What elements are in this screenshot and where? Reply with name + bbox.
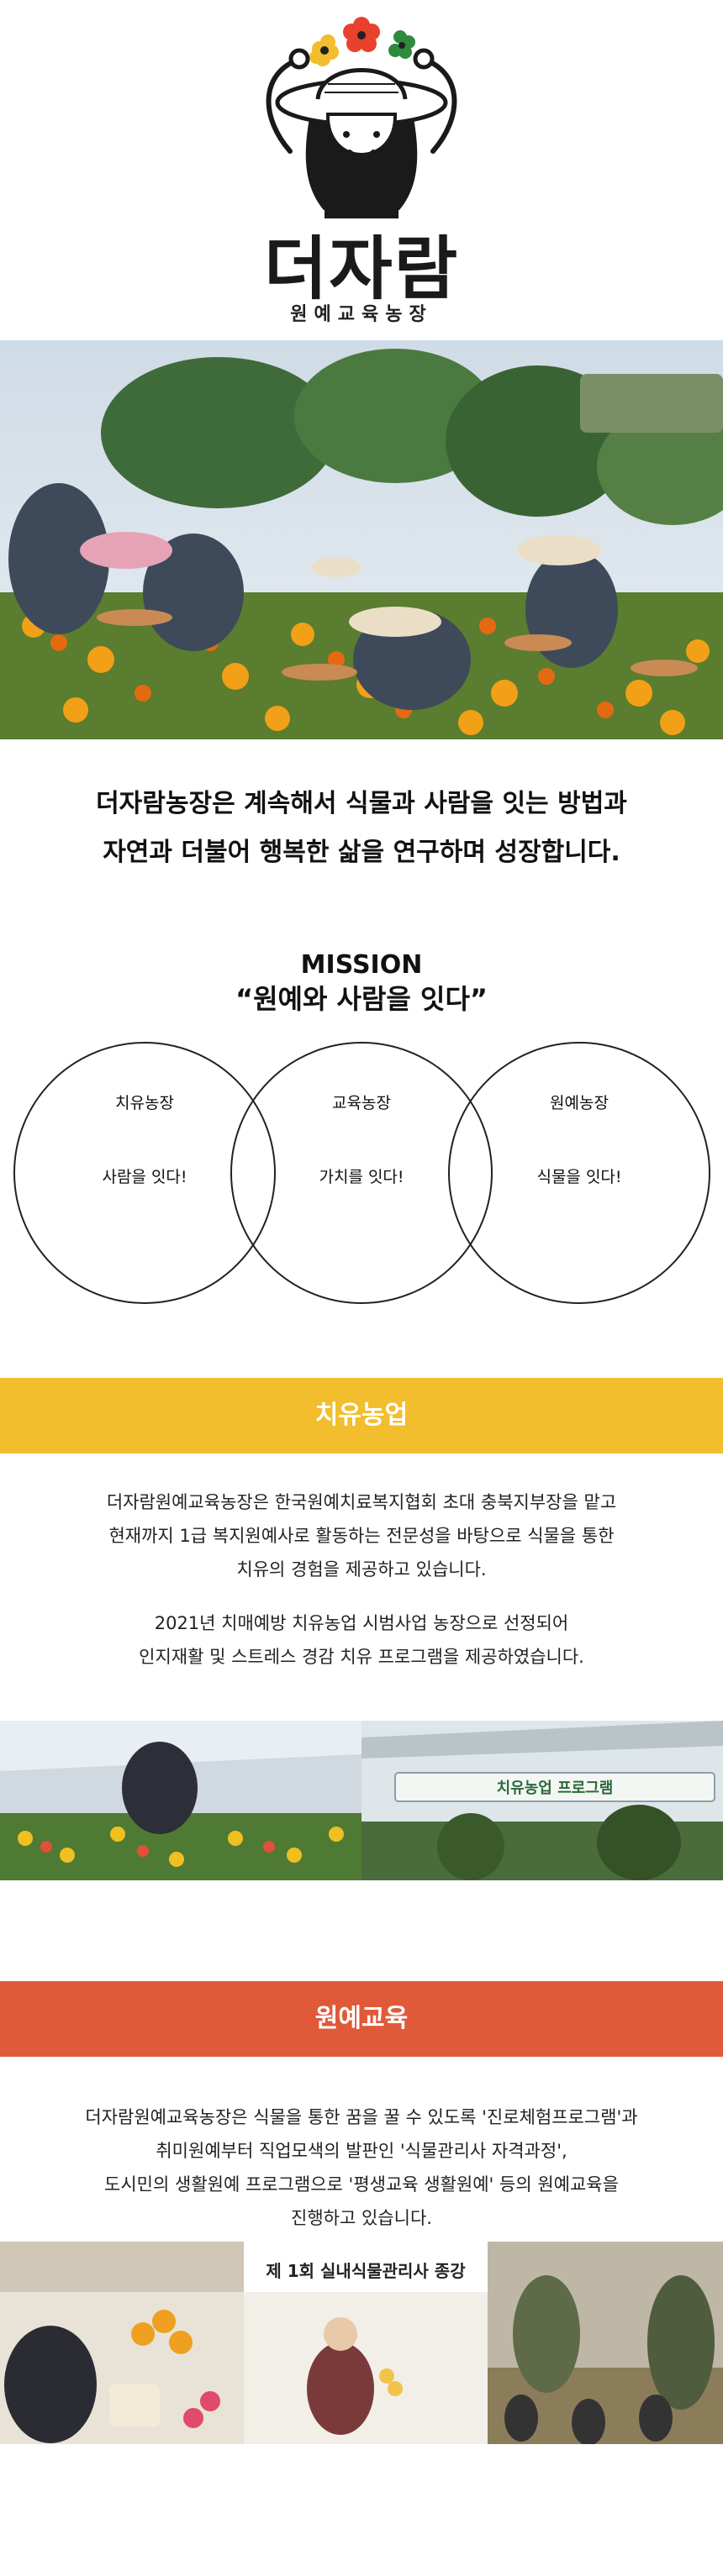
healing-photo: 치유농업 프로그램 bbox=[0, 1721, 723, 1880]
venn-text: 식물을 잇다! bbox=[536, 1168, 622, 1186]
intro-section: 더자람농장은 계속해서 식물과 사람을 잇는 방법과 자연과 더불어 행복한 삶… bbox=[0, 739, 723, 903]
venn-label: 치유농장 bbox=[115, 1094, 174, 1112]
desc-line: 더자람원예교육농장은 한국원예치료복지협회 초대 충북지부장을 맡고 bbox=[106, 1492, 617, 1512]
section-heading-healing: 치유농업 bbox=[0, 1378, 723, 1454]
gardener-illustration bbox=[266, 17, 457, 218]
desc-line: 더자람원예교육농장은 식물을 통한 꿈을 꿀 수 있도록 '진로체험프로그램'과 bbox=[85, 2107, 638, 2127]
intro-line: 더자람농장은 계속해서 식물과 사람을 잇는 방법과 bbox=[96, 789, 627, 818]
mission-title: MISSION bbox=[300, 950, 423, 980]
desc-line: 치유의 경험을 제공하고 있습니다. bbox=[236, 1559, 487, 1580]
mission-venn-diagram: 치유농장 사람을 잇다! 교육농장 가치를 잇다! 원예농장 식물을 잇다! bbox=[0, 1042, 723, 1378]
mission-section: MISSION “원예와 사람을 잇다” bbox=[0, 903, 723, 1042]
brand-subtitle: 원예교육농장 bbox=[290, 304, 433, 325]
desc-line: 도시민의 생활원예 프로그램으로 '평생교육 생활원예' 등의 원예교육을 bbox=[104, 2174, 619, 2195]
education-photo: 제 1회 실내식물관리사 종강 bbox=[0, 2242, 723, 2444]
intro-line: 자연과 더불어 행복한 삶을 연구하며 성장합니다. bbox=[103, 838, 620, 867]
desc-line: 현재까지 1급 복지원예사로 활동하는 전문성을 바탕으로 식물을 통한 bbox=[108, 1526, 615, 1546]
mission-slogan: “원예와 사람을 잇다” bbox=[235, 983, 488, 1015]
desc-line: 인지재활 및 스트레스 경감 치유 프로그램을 제공하였습니다. bbox=[139, 1647, 584, 1667]
desc-line: 진행하고 있습니다. bbox=[291, 2208, 432, 2228]
section-heading-education: 원예교육 bbox=[0, 1981, 723, 2057]
venn-text: 가치를 잇다! bbox=[319, 1168, 404, 1186]
spacer bbox=[0, 1880, 723, 1981]
flower-icon bbox=[343, 17, 380, 52]
flower-icon bbox=[309, 34, 339, 66]
brand-name: 더자람 bbox=[263, 229, 460, 309]
venn-text: 사람을 잇다! bbox=[102, 1168, 187, 1186]
healing-description: 더자람원예교육농장은 한국원예치료복지협회 초대 충북지부장을 맡고 현재까지 … bbox=[0, 1454, 723, 1721]
venn-label: 교육농장 bbox=[332, 1094, 391, 1112]
desc-line: 2021년 치매예방 치유농업 시범사업 농장으로 선정되어 bbox=[154, 1613, 569, 1633]
venn-circle-horticulture bbox=[448, 1042, 710, 1304]
venn-label: 원예농장 bbox=[550, 1094, 609, 1112]
education-description: 더자람원예교육농장은 식물을 통한 꿈을 꿀 수 있도록 '진로체험프로그램'과… bbox=[0, 2057, 723, 2242]
desc-line: 취미원예부터 직업모색의 발판인 '식물관리사 자격과정', bbox=[156, 2141, 567, 2161]
brand-logo: 더자람 원예교육농장 bbox=[0, 0, 723, 340]
flower-icon bbox=[388, 30, 415, 59]
hero-photo bbox=[0, 340, 723, 739]
photo-banner-text: 제 1회 실내식물관리사 종강 bbox=[266, 2261, 466, 2281]
photo-banner-text: 치유농업 프로그램 bbox=[497, 1780, 614, 1797]
